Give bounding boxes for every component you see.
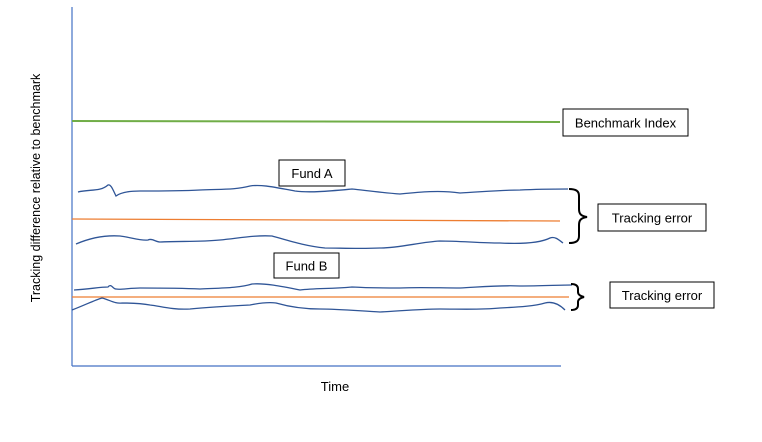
- tracking-error-a-label: Tracking error: [597, 203, 707, 232]
- tracking-error-a-label-text: Tracking error: [612, 211, 693, 226]
- tracking-error-b-label-text: Tracking error: [622, 288, 703, 303]
- benchmark-index-label-text: Benchmark Index: [575, 116, 677, 131]
- fund-a-mean-line: [71, 218, 561, 222]
- fund-b-label-text: Fund B: [286, 259, 328, 274]
- benchmark-index-label: Benchmark Index: [562, 108, 689, 137]
- fund-b-upper-bound-line: [73, 283, 573, 291]
- benchmark-index-line: [71, 120, 561, 123]
- y-axis-label: Tracking difference relative to benchmar…: [29, 73, 43, 302]
- tracking-error-b-brace: [570, 283, 585, 311]
- tracking-error-b-label: Tracking error: [609, 281, 715, 309]
- fund-a-lower-bound-line: [75, 235, 564, 250]
- fund-a-upper-bound-line: [77, 184, 569, 197]
- tracking-error-a-brace: [568, 188, 588, 244]
- x-axis-label: Time: [321, 379, 349, 394]
- fund-a-label-text: Fund A: [291, 166, 333, 181]
- fund-b-label: Fund B: [273, 252, 340, 279]
- fund-a-label: Fund A: [278, 159, 346, 187]
- fund-b-lower-bound-line: [71, 297, 566, 313]
